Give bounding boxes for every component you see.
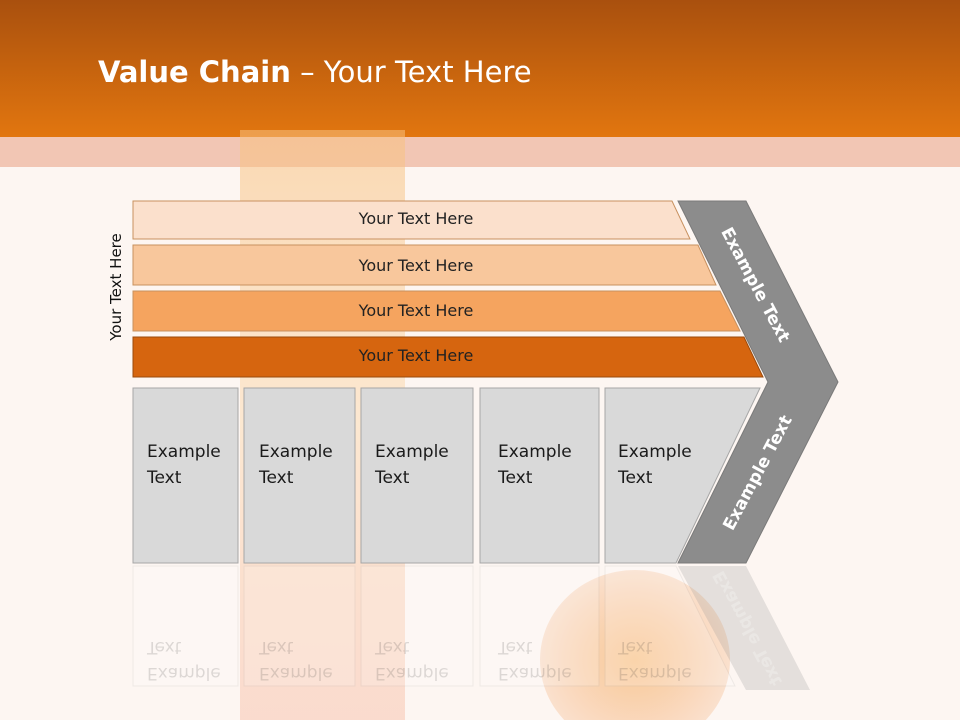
primary-box-4-label-reflection: Example Text bbox=[498, 637, 572, 683]
primary-box-5-label: Example Text bbox=[618, 442, 692, 488]
reflection-group bbox=[132, 565, 736, 687]
orange-shape bbox=[540, 570, 730, 720]
primary-box-1-label: Example Text bbox=[147, 442, 221, 488]
primary-box-3-label-reflection: Example Text bbox=[375, 637, 449, 683]
support-bar-3-label: Your Text Here bbox=[358, 301, 474, 320]
support-bar-1-label: Your Text Here bbox=[358, 209, 474, 228]
support-bar-2-label: Your Text Here bbox=[358, 256, 474, 275]
margin-chevron bbox=[677, 200, 839, 564]
slide-title: Value Chain – Your Text Here bbox=[98, 55, 532, 89]
primary-box-3-label: Example Text bbox=[375, 442, 449, 488]
primary-box-4-label: Example Text bbox=[498, 442, 572, 488]
support-bar-2 bbox=[132, 244, 717, 286]
primary-box-4-reflection bbox=[479, 565, 600, 687]
header-band bbox=[0, 0, 960, 137]
primary-box-1-reflection bbox=[132, 565, 239, 687]
side-label: Your Text Here bbox=[107, 233, 125, 341]
primary-box-3 bbox=[360, 387, 474, 564]
support-bar-4 bbox=[132, 336, 764, 378]
primary-box-3-reflection bbox=[360, 565, 474, 687]
margin-chevron-reflection bbox=[678, 566, 810, 690]
primary-box-2-label-reflection: Example Text bbox=[259, 637, 333, 683]
primary-box-4 bbox=[479, 387, 600, 564]
primary-box-2 bbox=[243, 387, 356, 564]
support-bar-4-label: Your Text Here bbox=[358, 346, 474, 365]
primary-box-5 bbox=[604, 387, 761, 564]
support-bar-1 bbox=[132, 200, 691, 240]
primary-box-5-reflection bbox=[604, 565, 736, 687]
title-bold: Value Chain bbox=[98, 55, 291, 89]
primary-box-5-label-reflection: Example Text bbox=[618, 637, 692, 683]
primary-box-1 bbox=[132, 387, 239, 564]
primary-box-1-label-reflection: Example Text bbox=[147, 637, 221, 683]
header-subband bbox=[0, 137, 960, 167]
support-bar-3 bbox=[132, 290, 741, 332]
title-rest: – Your Text Here bbox=[290, 55, 532, 89]
primary-box-2-reflection bbox=[243, 565, 356, 687]
primary-box-2-label: Example Text bbox=[259, 442, 333, 488]
